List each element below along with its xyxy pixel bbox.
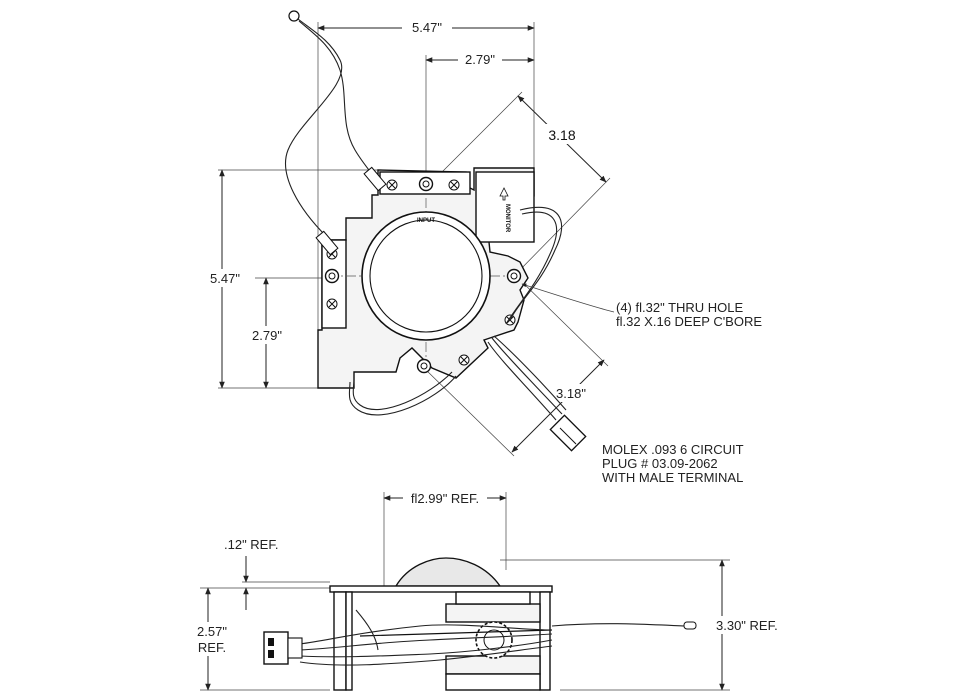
dim-height-left-label-1: 2.57" xyxy=(197,624,227,639)
connector-note-line3: WITH MALE TERMINAL xyxy=(602,470,743,485)
wire-ring-terminal xyxy=(288,10,300,22)
dim-height-overall-label: 5.47" xyxy=(210,271,240,286)
wire-sleeve-left xyxy=(315,230,339,256)
dim-diag-lower-bg xyxy=(553,384,589,402)
dim-height-right-bg xyxy=(712,616,784,634)
connector-lead-b xyxy=(491,337,563,415)
mount-hole-top-inner xyxy=(422,180,430,188)
mount-hole-bottom-inner xyxy=(420,362,428,370)
mount-hole-left-inner xyxy=(328,272,336,280)
dim-diag-lower xyxy=(511,359,605,453)
ext-diag-lower-a xyxy=(423,367,515,457)
shaft xyxy=(359,629,553,637)
dim-height-left-bg xyxy=(192,622,232,656)
harness-bottom-a xyxy=(352,371,453,411)
mount-hole-right xyxy=(506,268,522,284)
monitor-tab xyxy=(475,171,535,243)
mount-hole-left xyxy=(324,268,340,284)
wire-outer xyxy=(285,18,343,237)
mount-hole-right-inner xyxy=(510,272,518,280)
frame-post-left-inner xyxy=(345,591,353,691)
dim-width-half-label: 2.79" xyxy=(465,52,495,67)
mount-hole-bottom xyxy=(416,358,432,374)
wire-bundle-d xyxy=(299,645,553,666)
side-molex-collar xyxy=(287,637,303,659)
top-view: 5.47" 2.79" 5.47" 2.79" 3.18 3.18" xyxy=(203,10,762,485)
encoder-hub xyxy=(483,629,505,651)
side-molex-pin-2 xyxy=(268,650,274,658)
screw-bottom-right-cross xyxy=(460,356,468,364)
housing-base xyxy=(445,673,541,691)
connector-lead-a xyxy=(487,341,557,421)
dim-height-half-label: 2.79" xyxy=(252,328,282,343)
connector-note-line1: MOLEX .093 6 CIRCUIT xyxy=(602,442,744,457)
molex-connector-detail xyxy=(559,427,577,445)
side-molex-plug xyxy=(263,631,289,665)
dim-diag-lower-label: 3.18" xyxy=(556,386,586,401)
frame-post-left xyxy=(333,591,347,691)
dim-height-right-label: 3.30" REF. xyxy=(716,618,778,633)
hole-note-leader xyxy=(521,283,615,313)
hole-note-line2: fl.32 X.16 DEEP C'BORE xyxy=(616,314,762,329)
dim-height-overall-bg xyxy=(203,269,243,287)
part-marking-monitor: MONITOR xyxy=(504,204,510,233)
dim-ball-diameter-label: fl2.99" REF. xyxy=(411,491,479,506)
screw-top-left-cross xyxy=(388,181,396,189)
screw-top-right-cross xyxy=(450,181,458,189)
connector-lead-c xyxy=(493,335,567,411)
top-plate xyxy=(329,585,553,593)
wire-bundle-b xyxy=(299,633,553,651)
side-view: fl2.99" REF. .12" REF. 2.57" REF. 3.30" … xyxy=(192,489,784,691)
housing-upper xyxy=(445,603,541,623)
dim-plate-thickness-label: .12" REF. xyxy=(224,537,278,552)
arrow-up-icon xyxy=(499,187,509,201)
right-lead xyxy=(551,623,685,627)
ball-opening-outer xyxy=(361,211,491,341)
part-marking-input: INPUT xyxy=(417,218,435,224)
ext-diag-lower-b xyxy=(515,275,609,367)
right-lead-terminal xyxy=(683,621,697,630)
dim-width-half-bg xyxy=(458,50,502,68)
hole-note-line1: (4) fl.32" THRU HOLE xyxy=(616,300,744,315)
mount-hole-top xyxy=(418,176,434,192)
wire-loop xyxy=(355,609,379,651)
wire-bundle-c xyxy=(299,639,553,658)
screws xyxy=(324,176,522,374)
trackball-dome xyxy=(394,557,502,587)
dim-diag-upper-bg xyxy=(544,124,580,144)
wire-bundle-a xyxy=(299,624,553,645)
harness-right-b xyxy=(505,211,558,325)
dim-height-left-label-2: REF. xyxy=(198,640,226,655)
dim-diag-upper-label: 3.18 xyxy=(548,127,575,143)
dim-height-half-bg xyxy=(248,326,288,344)
dim-ball-diameter-bg xyxy=(403,489,487,507)
side-molex-pin-1 xyxy=(268,638,274,646)
harness-bottom-b xyxy=(348,375,457,416)
housing-lower xyxy=(445,655,541,675)
molex-connector xyxy=(549,414,587,452)
ball-opening-inner xyxy=(369,219,483,333)
wire-inner xyxy=(298,20,381,185)
connector-note-line2: PLUG # 03.09-2062 xyxy=(602,456,718,471)
screw-left-bottom-cross xyxy=(328,300,336,308)
housing-cap xyxy=(455,591,531,605)
dim-width-overall-label: 5.47" xyxy=(412,20,442,35)
dim-width-overall-bg xyxy=(402,18,452,36)
wire-sleeve-top xyxy=(363,166,387,192)
